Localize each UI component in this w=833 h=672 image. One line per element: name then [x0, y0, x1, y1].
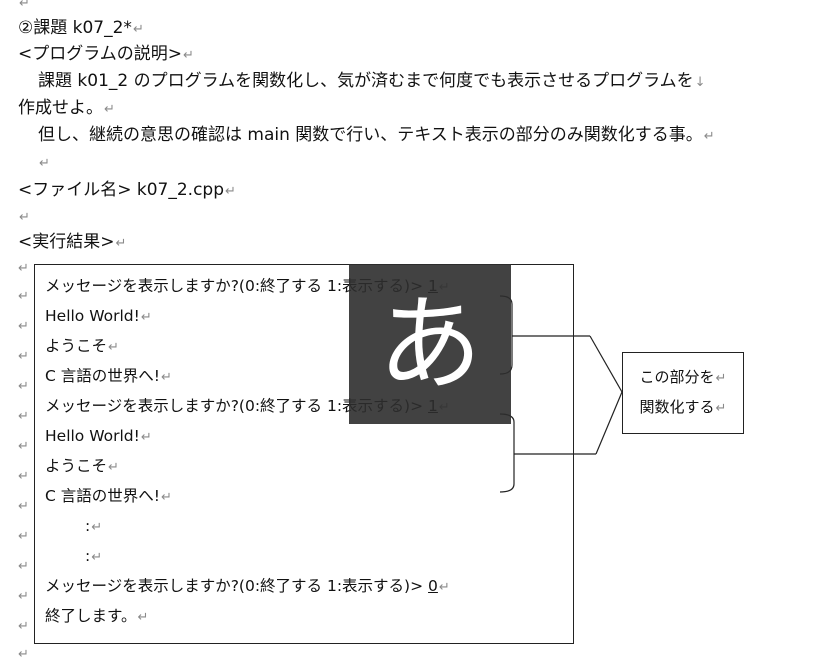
- margin-mark: ↵: [18, 619, 29, 634]
- margin-mark: ↵: [18, 289, 29, 304]
- margin-mark: ↵: [18, 439, 29, 454]
- connector-lower-diagonal: [595, 391, 623, 455]
- callout-line-2: 関数化する↵: [639, 398, 727, 416]
- margin-mark: ↵: [18, 647, 29, 662]
- margin-mark: ↵: [18, 469, 29, 484]
- margin-mark: ↵: [18, 379, 29, 394]
- output-welcome-line: ようこそ↵: [45, 457, 119, 475]
- assignment-heading: ②課題 k07_2*↵: [18, 18, 144, 38]
- empty-paragraph: ↵: [19, 210, 30, 225]
- description-line-1: 課題 k01_2 のプログラムを関数化し、気が済むまで何度でも表示させるプログラ…: [38, 71, 706, 91]
- callout-line-1: この部分を↵: [639, 368, 727, 386]
- margin-mark: ↵: [18, 349, 29, 364]
- output-hello-line: Hello World!↵: [45, 427, 152, 445]
- description-heading: <プログラムの説明>↵: [18, 44, 194, 64]
- connector-upper-diagonal: [589, 335, 623, 393]
- margin-mark: ↵: [18, 261, 29, 276]
- description-line-3: 但し、継続の意思の確認は main 関数で行い、テキスト表示の部分のみ関数化する…: [38, 125, 715, 145]
- empty-paragraph: ↵: [39, 156, 50, 171]
- output-ellipsis-line: :↵: [85, 547, 103, 565]
- output-end-line: 終了します。↵: [45, 607, 149, 625]
- output-world-line: C 言語の世界へ!↵: [45, 367, 172, 385]
- bracket-lower: [499, 413, 515, 493]
- callout-box: この部分を↵ 関数化する↵: [622, 352, 744, 434]
- ime-mode-indicator: あ: [349, 264, 511, 424]
- output-ellipsis-line: :↵: [85, 517, 103, 535]
- output-answer: 0: [428, 577, 438, 595]
- output-prompt-line: メッセージを表示しますか?(0:終了する 1:表示する)> 0↵: [45, 577, 450, 595]
- margin-mark: ↵: [18, 559, 29, 574]
- margin-mark: ↵: [18, 589, 29, 604]
- filename-line: <ファイル名> k07_2.cpp↵: [18, 180, 236, 200]
- margin-mark: ↵: [18, 319, 29, 334]
- margin-mark: ↵: [18, 409, 29, 424]
- output-world-line: C 言語の世界へ!↵: [45, 487, 172, 505]
- output-welcome-line: ようこそ↵: [45, 337, 119, 355]
- margin-mark: ↵: [18, 499, 29, 514]
- output-hello-line: Hello World!↵: [45, 307, 152, 325]
- empty-paragraph: ↵: [19, 0, 30, 11]
- result-heading: <実行結果>↵: [18, 232, 127, 252]
- margin-mark: ↵: [18, 529, 29, 544]
- description-line-2: 作成せよ。↵: [18, 98, 115, 118]
